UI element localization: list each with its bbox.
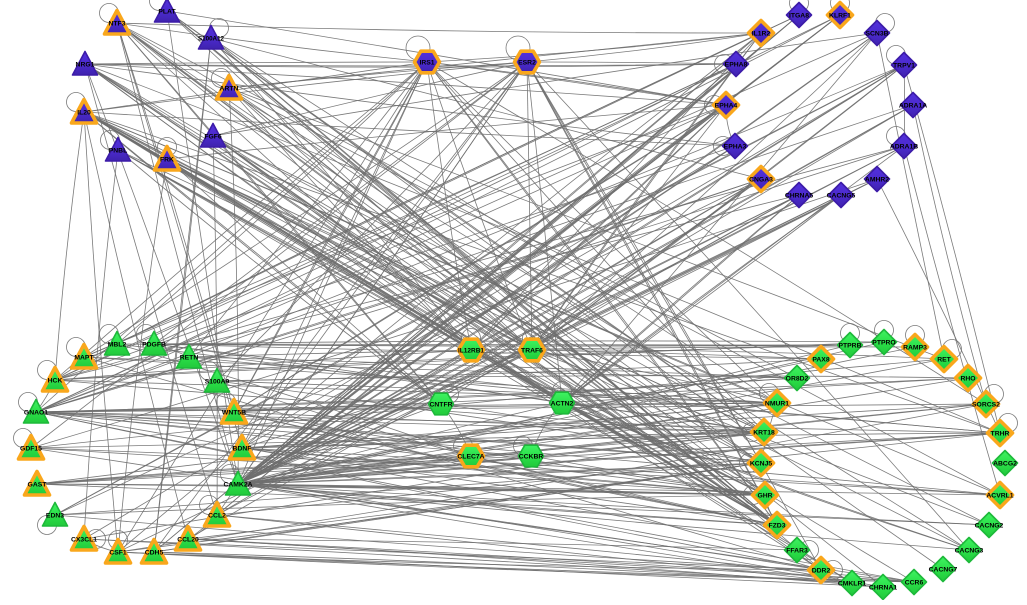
svg-text:ARTN: ARTN bbox=[220, 86, 239, 93]
svg-text:CLEC7A: CLEC7A bbox=[457, 454, 484, 461]
svg-text:MAPT: MAPT bbox=[74, 355, 94, 362]
svg-text:HCK: HCK bbox=[48, 378, 63, 385]
svg-text:CX3CL1: CX3CL1 bbox=[71, 537, 97, 544]
svg-text:ITGA8: ITGA8 bbox=[789, 13, 809, 20]
svg-text:RET: RET bbox=[937, 357, 951, 364]
svg-text:ABCG2: ABCG2 bbox=[993, 461, 1017, 468]
svg-text:ESR2: ESR2 bbox=[518, 60, 536, 67]
svg-text:PDGFB: PDGFB bbox=[142, 342, 166, 349]
svg-text:ACVRL1: ACVRL1 bbox=[986, 493, 1013, 500]
svg-text:CCL20: CCL20 bbox=[177, 537, 199, 544]
svg-text:CDH5: CDH5 bbox=[145, 550, 164, 557]
svg-text:GAST: GAST bbox=[28, 482, 48, 489]
svg-text:NTF3: NTF3 bbox=[109, 21, 126, 28]
svg-text:NRG1: NRG1 bbox=[76, 62, 95, 69]
svg-text:PTPRO: PTPRO bbox=[872, 340, 895, 347]
svg-text:CACNG2: CACNG2 bbox=[975, 523, 1004, 530]
svg-text:PAX8: PAX8 bbox=[812, 357, 829, 364]
svg-text:CNTFR: CNTFR bbox=[429, 402, 452, 409]
svg-text:EPHA8: EPHA8 bbox=[725, 62, 748, 69]
svg-text:CCL2: CCL2 bbox=[208, 513, 226, 520]
svg-text:CACNG3: CACNG3 bbox=[955, 548, 984, 555]
svg-text:BDNF: BDNF bbox=[233, 446, 252, 453]
svg-text:CAMK2A: CAMK2A bbox=[223, 482, 252, 489]
svg-text:PLAT: PLAT bbox=[158, 9, 176, 16]
svg-text:EPHA3: EPHA3 bbox=[724, 144, 747, 151]
svg-text:FRK: FRK bbox=[160, 157, 174, 164]
svg-text:CACNG7: CACNG7 bbox=[929, 567, 958, 574]
svg-text:NMUR1: NMUR1 bbox=[765, 401, 789, 408]
svg-text:FFAR3: FFAR3 bbox=[786, 548, 808, 555]
svg-text:GDF15: GDF15 bbox=[20, 446, 42, 453]
svg-text:TRHR: TRHR bbox=[991, 431, 1010, 438]
svg-text:FGF6: FGF6 bbox=[204, 134, 222, 141]
svg-text:MBL2: MBL2 bbox=[108, 342, 127, 349]
svg-text:GNAO1: GNAO1 bbox=[24, 410, 48, 417]
svg-text:AMHR2: AMHR2 bbox=[865, 177, 889, 184]
svg-text:SCN3B: SCN3B bbox=[865, 31, 888, 38]
svg-text:PNBL: PNBL bbox=[109, 148, 128, 155]
svg-text:ADRA1A: ADRA1A bbox=[899, 103, 927, 110]
svg-text:PTPRB: PTPRB bbox=[838, 343, 861, 350]
svg-text:CCR6: CCR6 bbox=[905, 580, 924, 587]
svg-text:ACTN2: ACTN2 bbox=[551, 401, 574, 408]
svg-text:CHRNA1: CHRNA1 bbox=[869, 585, 898, 592]
svg-text:IL20: IL20 bbox=[77, 110, 91, 117]
svg-text:RHO: RHO bbox=[960, 376, 975, 383]
svg-text:TRPV1: TRPV1 bbox=[893, 63, 915, 70]
svg-text:FZD3: FZD3 bbox=[769, 523, 786, 530]
svg-text:KRT18: KRT18 bbox=[753, 430, 775, 437]
svg-text:KCNJ5: KCNJ5 bbox=[750, 461, 773, 468]
svg-text:EPHA4: EPHA4 bbox=[715, 103, 738, 110]
svg-text:IRS1: IRS1 bbox=[419, 60, 434, 67]
svg-text:CSF1: CSF1 bbox=[109, 550, 127, 557]
svg-text:RETN: RETN bbox=[180, 355, 199, 362]
svg-text:CMKLR1: CMKLR1 bbox=[838, 581, 867, 588]
svg-text:S100A12: S100A12 bbox=[198, 36, 224, 43]
svg-text:ADRA1B: ADRA1B bbox=[890, 144, 918, 151]
svg-text:KLRF1: KLRF1 bbox=[829, 13, 851, 20]
svg-text:CHRNA5: CHRNA5 bbox=[785, 193, 814, 200]
svg-text:SORCS2: SORCS2 bbox=[972, 402, 1000, 409]
svg-text:RAMP3: RAMP3 bbox=[903, 345, 927, 352]
svg-text:WNT5B: WNT5B bbox=[222, 410, 246, 417]
svg-text:CACNG5: CACNG5 bbox=[827, 193, 856, 200]
svg-text:GHR: GHR bbox=[757, 493, 772, 500]
svg-text:OR8D2: OR8D2 bbox=[786, 376, 809, 383]
svg-text:DDR2: DDR2 bbox=[812, 568, 831, 575]
svg-text:IL12RB1: IL12RB1 bbox=[458, 348, 484, 355]
svg-text:CNGA3: CNGA3 bbox=[749, 177, 773, 184]
svg-text:TRAF6: TRAF6 bbox=[521, 348, 543, 355]
svg-text:S100A9: S100A9 bbox=[205, 379, 230, 386]
svg-text:CCKBR: CCKBR bbox=[519, 454, 544, 461]
svg-text:EDN3: EDN3 bbox=[46, 513, 64, 520]
svg-text:IL1R2: IL1R2 bbox=[752, 31, 771, 38]
